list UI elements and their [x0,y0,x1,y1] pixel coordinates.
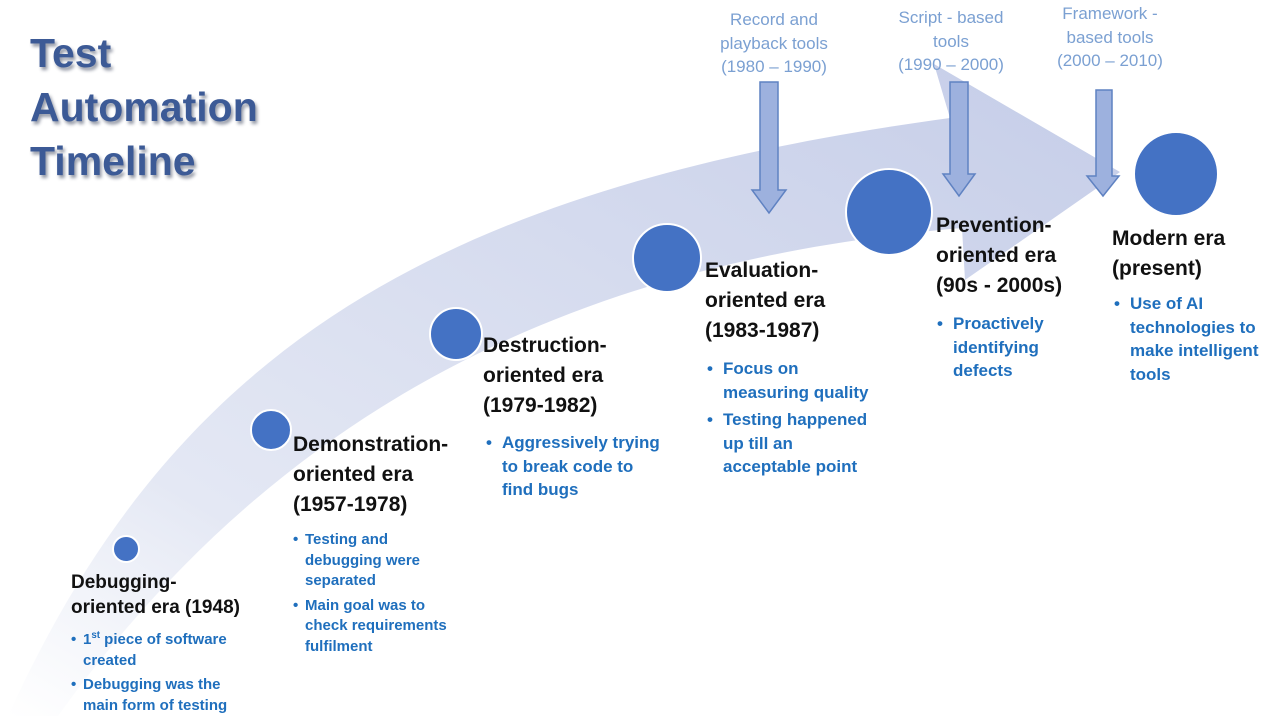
bullet-item: 1st piece of software created [71,630,227,671]
bullet-item: Main goal was to check requirements fulf… [293,596,447,658]
tool-label-line: based tools [1066,27,1154,47]
tool-label-line: (1990 – 2000) [898,55,1004,74]
era-title-prevention: Prevention- oriented era (90s - 2000s) [936,211,1062,301]
tool-arrow-script-based [941,81,977,198]
bullet-item: Testing happened up till an acceptable p… [707,408,868,479]
bullet-line: Main goal was to [305,596,426,614]
era-title-line: oriented era [293,463,414,486]
era-marker-demonstration [250,409,292,451]
bullet-line: Use of AI [1130,294,1204,313]
era-title-line: oriented era [483,364,604,387]
era-title-debugging: Debugging- oriented era (1948) [71,570,240,620]
era-bullets-prevention: Proactively identifying defects [931,312,1044,387]
era-marker-debugging [112,535,140,563]
tool-label-line: (1980 – 1990) [721,57,827,76]
era-title-line: (1979-1982) [483,394,598,417]
bullet-line: to break code to [502,456,634,476]
era-title-line: oriented era [705,289,826,312]
tool-label-framework-based: Framework - based tools (2000 – 2010) [1036,2,1184,73]
bullet-line: acceptable point [723,457,858,476]
era-title-line: oriented era (1948) [71,597,240,618]
era-marker-evaluation [632,223,702,293]
bullet-item: Proactively identifying defects [937,312,1044,383]
bullet-line: measuring quality [723,382,869,402]
bullet-item: Aggressively trying to break code to fin… [486,431,660,502]
era-title-evaluation: Evaluation- oriented era (1983-1987) [705,256,825,346]
era-bullets-demonstration: Testing and debugging were separated Mai… [293,530,447,661]
bullet-line: Aggressively trying [502,433,660,452]
bullet-line: separated [305,572,376,589]
era-title-line: Demonstration- [293,433,449,456]
era-title-demonstration: Demonstration- oriented era (1957-1978) [293,430,448,520]
bullet-item: Use of AI technologies to make intellige… [1114,292,1258,386]
bullet-line: identifying [953,337,1039,357]
tool-label-line: Record and [730,10,818,29]
era-title-line: (1983-1987) [705,319,820,342]
bullet-line: Focus on [723,359,799,378]
bullet-line: main form of testing [83,696,228,714]
era-title-line: Modern era [1112,227,1226,250]
bullet-line: Testing and [305,531,389,548]
era-title-line: oriented era [936,244,1057,267]
era-marker-destruction [429,307,483,361]
tool-label-line: playback tools [720,33,828,53]
era-bullets-destruction: Aggressively trying to break code to fin… [480,431,660,506]
era-title-line: Evaluation- [705,259,819,282]
era-marker-prevention [845,168,933,256]
tool-label-line: Script - based [898,8,1004,27]
era-title-destruction: Destruction- oriented era (1979-1982) [483,331,607,421]
bullet-line: 1st piece of software [83,630,227,648]
bullet-line: Testing happened [723,410,868,429]
tool-label-line: Framework - [1062,4,1158,23]
bullet-line: fulfilment [305,637,373,655]
era-bullets-evaluation: Focus on measuring quality Testing happe… [701,357,868,483]
bullet-line: Proactively [953,314,1044,333]
title-line: Automation [30,84,258,130]
era-title-line: (90s - 2000s) [936,274,1063,297]
tool-arrow-record-playback [750,81,788,215]
bullet-line: defects [953,361,1013,380]
era-title-modern: Modern era (present) [1112,224,1225,284]
era-title-line: Prevention- [936,214,1052,237]
era-title-line: (present) [1112,257,1202,280]
bullet-line: find bugs [502,480,579,499]
tool-label-script-based: Script - based tools (1990 – 2000) [876,6,1026,77]
bullet-line: check requirements [305,617,447,634]
title-line: Test [30,30,112,76]
page-title: Test Automation Timeline [30,26,258,188]
bullet-line: debugging were [305,551,421,569]
bullet-line: created [83,651,137,669]
tool-arrow-framework-based [1085,89,1121,198]
tool-label-line: (2000 – 2010) [1057,51,1163,70]
bullet-line: tools [1130,364,1171,384]
bullet-line: make intelligent [1130,341,1259,360]
era-bullets-debugging: 1st piece of software created Debugging … [71,630,227,720]
era-title-line: Destruction- [483,334,607,357]
bullet-item: Focus on measuring quality [707,357,868,404]
bullet-line: up till an [723,433,793,453]
timeline-arrow-band [8,64,1120,716]
title-line: Timeline [30,138,196,184]
bullet-line: technologies to [1130,317,1256,337]
era-title-line: (1957-1978) [293,493,408,516]
bullet-item: Debugging was the main form of testing [71,675,227,716]
era-bullets-modern: Use of AI technologies to make intellige… [1108,292,1258,390]
tool-label-line: tools [933,31,969,51]
tool-label-record-playback: Record and playback tools (1980 – 1990) [690,8,858,79]
era-marker-modern [1133,131,1219,217]
bullet-item: Testing and debugging were separated [293,530,447,592]
bullet-line: Debugging was the [83,676,221,693]
era-title-line: Debugging- [71,572,177,593]
